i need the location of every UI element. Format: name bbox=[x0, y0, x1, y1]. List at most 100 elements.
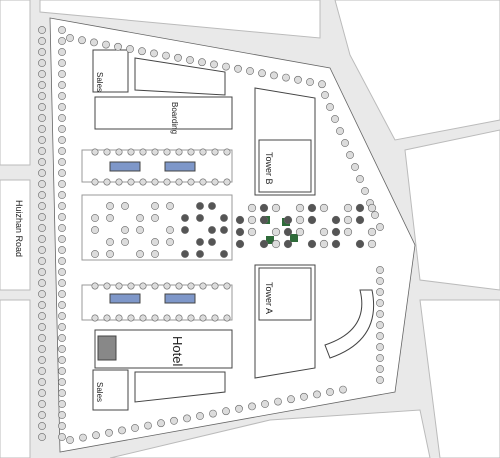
tree-icon bbox=[259, 239, 269, 249]
pool bbox=[164, 161, 196, 172]
tree-icon bbox=[321, 91, 329, 99]
tree-icon bbox=[139, 282, 147, 290]
tree-icon bbox=[38, 235, 46, 243]
sales-north-wing bbox=[134, 57, 226, 96]
tree-icon bbox=[355, 215, 365, 225]
tree-icon bbox=[106, 202, 114, 210]
tree-icon bbox=[58, 158, 66, 166]
tree-icon bbox=[136, 250, 144, 258]
tree-icon bbox=[106, 238, 114, 246]
tree-icon bbox=[58, 356, 66, 364]
tree-icon bbox=[247, 227, 257, 237]
tree-icon bbox=[181, 250, 189, 258]
tree-icon bbox=[121, 226, 129, 234]
tree-icon bbox=[223, 314, 231, 322]
tree-icon bbox=[346, 151, 354, 159]
tree-icon bbox=[139, 314, 147, 322]
southeast-block bbox=[419, 299, 500, 458]
tree-icon bbox=[356, 175, 364, 183]
tree-icon bbox=[58, 367, 66, 375]
tree-icon bbox=[58, 136, 66, 144]
tree-icon bbox=[355, 239, 365, 249]
tree-icon bbox=[58, 312, 66, 320]
tree-icon bbox=[91, 178, 99, 186]
tree-icon bbox=[376, 343, 384, 351]
tree-icon bbox=[295, 227, 305, 237]
access-ramp bbox=[324, 289, 375, 359]
tree-icon bbox=[105, 428, 113, 437]
green-tile bbox=[290, 234, 298, 242]
tree-icon bbox=[258, 69, 266, 78]
tree-icon bbox=[91, 226, 99, 234]
tree-icon bbox=[115, 178, 123, 186]
tree-icon bbox=[199, 148, 207, 156]
tree-icon bbox=[246, 67, 254, 75]
tree-icon bbox=[103, 314, 111, 322]
tree-icon bbox=[376, 299, 384, 307]
tree-icon bbox=[58, 400, 66, 408]
tree-icon bbox=[166, 238, 174, 246]
northeast-block bbox=[334, 0, 500, 141]
tree-icon bbox=[38, 59, 46, 67]
hotel-label: Hotel bbox=[170, 336, 185, 366]
tree-icon bbox=[259, 203, 269, 213]
tree-icon bbox=[118, 426, 126, 435]
tree-icon bbox=[131, 424, 139, 432]
tree-icon bbox=[91, 214, 99, 222]
west-block-2 bbox=[0, 179, 31, 291]
tree-icon bbox=[371, 211, 379, 219]
tree-icon bbox=[38, 92, 46, 100]
tree-icon bbox=[307, 239, 317, 249]
tree-icon bbox=[138, 47, 146, 56]
tree-icon bbox=[58, 378, 66, 386]
tree-icon bbox=[196, 412, 204, 420]
pool bbox=[109, 293, 141, 304]
tree-icon bbox=[103, 282, 111, 290]
tree-icon bbox=[115, 282, 123, 290]
tree-icon bbox=[127, 148, 135, 156]
boarding-label: Boarding bbox=[170, 102, 179, 134]
tree-icon bbox=[283, 227, 293, 237]
tree-icon bbox=[331, 239, 341, 249]
tree-icon bbox=[367, 239, 377, 249]
tree-icon bbox=[283, 215, 293, 225]
tree-icon bbox=[38, 48, 46, 56]
tree-icon bbox=[271, 239, 281, 249]
tree-icon bbox=[187, 178, 195, 186]
tree-icon bbox=[376, 365, 384, 373]
tree-icon bbox=[151, 214, 159, 222]
tree-icon bbox=[91, 314, 99, 322]
sales-north-label: Sales bbox=[95, 72, 104, 92]
tree-icon bbox=[336, 127, 344, 135]
tree-icon bbox=[343, 215, 353, 225]
tree-icon bbox=[181, 214, 189, 222]
tree-icon bbox=[58, 433, 66, 441]
tree-icon bbox=[271, 227, 281, 237]
west-block-3 bbox=[0, 299, 31, 458]
tree-icon bbox=[376, 223, 384, 231]
tree-icon bbox=[127, 178, 135, 186]
tree-icon bbox=[186, 56, 194, 64]
tree-icon bbox=[38, 136, 46, 144]
tree-icon bbox=[38, 213, 46, 221]
tree-icon bbox=[58, 180, 66, 188]
tree-icon bbox=[183, 414, 191, 423]
tree-icon bbox=[38, 158, 46, 166]
tree-icon bbox=[376, 310, 384, 318]
tree-icon bbox=[66, 436, 74, 444]
tree-icon bbox=[376, 376, 384, 384]
tree-icon bbox=[58, 422, 66, 430]
west-block-1 bbox=[0, 0, 31, 166]
tree-icon bbox=[196, 202, 204, 210]
tree-icon bbox=[38, 422, 46, 430]
north-block bbox=[39, 0, 321, 39]
tree-icon bbox=[261, 400, 269, 408]
road-label: Huizhan Road bbox=[14, 200, 24, 257]
tree-icon bbox=[318, 80, 326, 89]
tree-icon bbox=[211, 314, 219, 322]
tree-icon bbox=[102, 40, 110, 49]
tree-icon bbox=[115, 148, 123, 156]
hotel-roof-feature bbox=[97, 335, 117, 361]
tree-icon bbox=[326, 103, 334, 111]
tree-icon bbox=[58, 213, 66, 221]
